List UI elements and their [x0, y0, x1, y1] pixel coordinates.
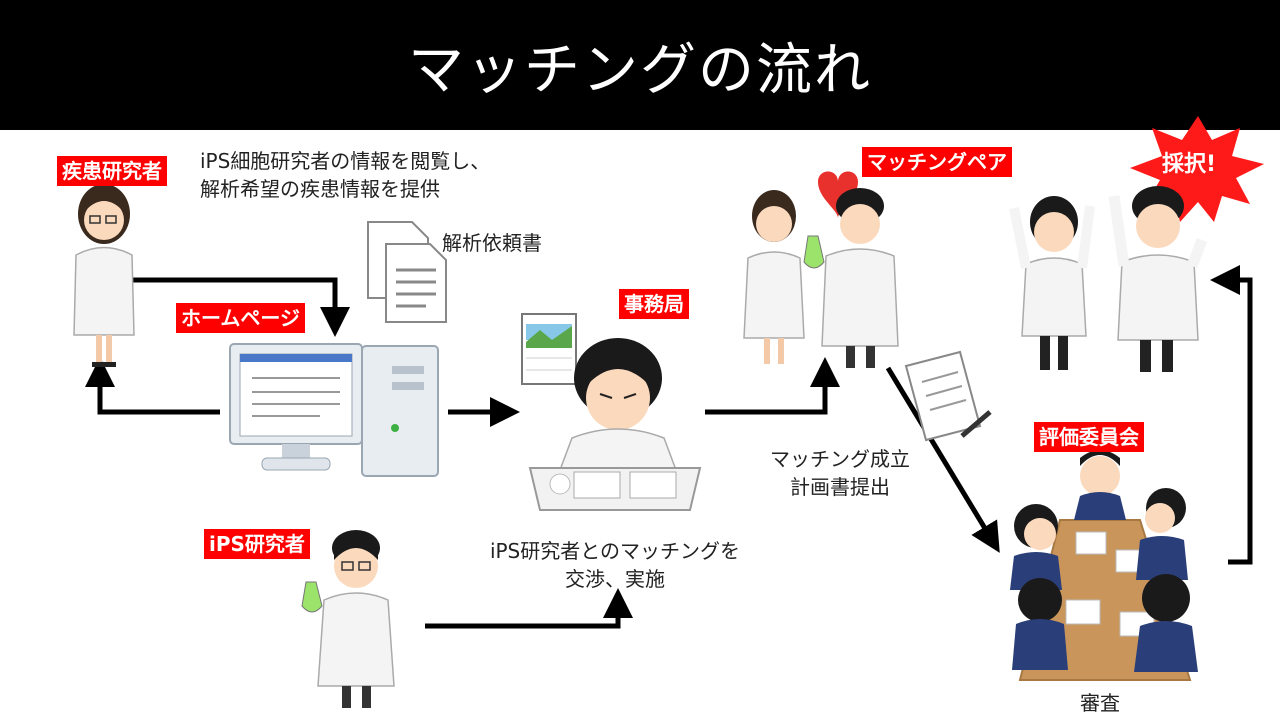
label-matching-pair: マッチングペア	[862, 147, 1012, 177]
arrow-homepage-to-researcher	[85, 357, 220, 415]
browse-text-line2: 解析希望の疾患情報を提供	[200, 177, 440, 201]
document-pen-icon	[904, 350, 992, 442]
arrow-ips-to-office	[425, 588, 633, 629]
label-office: 事務局	[619, 289, 689, 319]
label-homepage: ホームページ	[176, 303, 305, 333]
committee-meeting-figures	[1010, 450, 1198, 681]
established-text-line1: マッチング成立	[770, 447, 910, 471]
label-ips-researcher: iPS研究者	[204, 529, 310, 559]
document-icon	[367, 221, 447, 323]
arrow-researcher-to-homepage	[132, 277, 350, 337]
computer-icon	[229, 343, 439, 477]
request-document-text: 解析依頼書	[442, 231, 542, 255]
browse-text-line1: iPS細胞研究者の情報を閲覧し、	[200, 149, 491, 173]
negotiate-text-line1: iPS研究者とのマッチングを	[489, 539, 741, 563]
established-text-line2: 計画書提出	[790, 475, 890, 499]
negotiate-text-line2: 交渉、実施	[565, 567, 665, 591]
matching-pair-figures	[743, 171, 899, 368]
male-researcher-figure	[301, 530, 395, 708]
arrow-committee-to-adopted	[1210, 265, 1253, 565]
review-text: 審査	[1080, 691, 1120, 715]
label-disease-researcher: 疾患研究者	[57, 156, 167, 186]
label-adopted: 採択!	[1162, 152, 1217, 177]
celebrating-pair-figures	[1009, 116, 1264, 372]
arrow-office-to-pair	[705, 357, 840, 415]
arrow-pair-to-committee	[885, 366, 1000, 553]
office-worker-figure	[521, 313, 702, 511]
label-committee: 評価委員会	[1034, 422, 1144, 452]
female-doctor-figure	[73, 184, 135, 367]
page-title: マッチングの流れ	[0, 0, 1280, 130]
